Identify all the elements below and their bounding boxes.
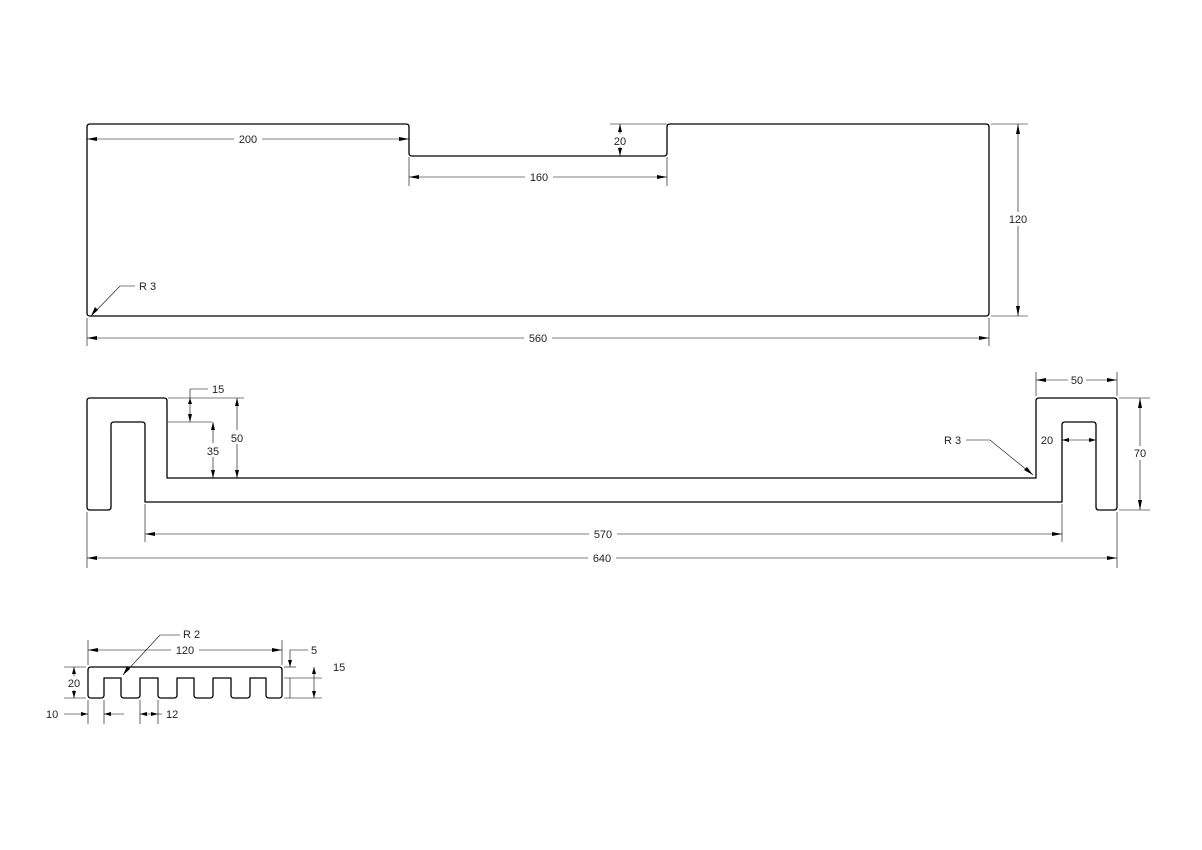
dim-label-overall-length: 640	[593, 553, 611, 565]
top-view: 200 20 160 120 560 R 3	[86, 123, 1031, 346]
dim-arrow	[87, 556, 97, 560]
dim-arrow	[272, 648, 282, 652]
dim-text-mask	[589, 527, 617, 541]
dim-text-mask	[1131, 446, 1149, 460]
middle-view-outline	[86, 397, 1118, 511]
dim-text-mask	[1005, 212, 1031, 226]
dim-arrow	[87, 336, 97, 340]
dim-label-top-thickness: 5	[311, 645, 317, 657]
dim-arrow	[399, 137, 409, 141]
dim-arrow	[1016, 124, 1020, 134]
dim-arrow	[979, 336, 989, 340]
dim-text-mask	[524, 331, 552, 345]
dim-text-mask	[65, 676, 83, 690]
dim-label-comb-length: 120	[176, 645, 194, 657]
dim-arrow	[1107, 378, 1117, 382]
dim-label-inner-span: 570	[594, 529, 612, 541]
dim-text-mask	[228, 430, 246, 444]
dim-arrow	[1024, 467, 1033, 475]
dim-arrow	[618, 124, 622, 132]
dim-arrow	[288, 660, 292, 667]
comb-view: 120 R 2 5 15 20 10	[46, 629, 345, 724]
radius-label-comb: R 2	[183, 629, 200, 641]
leader-corner-radius	[122, 634, 180, 676]
dim-text-mask	[204, 443, 222, 457]
leader-corner-radius	[966, 439, 1034, 476]
radius-label-top: R 3	[139, 281, 156, 293]
dim-arrow	[235, 398, 239, 406]
dim-text-mask	[611, 134, 629, 147]
dim-arrow	[312, 691, 316, 698]
dim-label-edge-offset: 10	[46, 709, 58, 721]
dim-label-tooth-pitch: 12	[166, 709, 178, 721]
dim-label-length: 560	[529, 333, 547, 345]
dim-arrow	[1107, 556, 1117, 560]
dim-arrow	[211, 470, 215, 478]
dim-arrow	[72, 691, 76, 698]
dim-text-mask	[1068, 373, 1086, 387]
dim-arrow	[104, 712, 111, 716]
dim-arrow	[1036, 378, 1046, 382]
dim-arrow	[235, 470, 239, 478]
dim-arrow	[1089, 438, 1096, 442]
dim-label-height: 120	[1009, 214, 1027, 226]
comb-view-outline	[87, 666, 283, 699]
dim-arrow	[618, 148, 622, 156]
leader-corner-radius	[90, 285, 135, 317]
top-view-outline	[86, 123, 990, 317]
dim-text-mask	[171, 643, 199, 657]
dim-arrow	[1062, 438, 1069, 442]
dim-arrow	[312, 667, 316, 674]
dim-arrow	[123, 666, 130, 675]
radius-label-middle: R 3	[944, 435, 961, 447]
dim-label-lip-thickness: 15	[212, 384, 224, 396]
dim-arrow	[1016, 306, 1020, 316]
dim-arrow	[145, 532, 155, 536]
dim-label-outer-depth: 50	[231, 433, 243, 445]
dim-arrow	[88, 648, 98, 652]
dim-arrow	[657, 175, 667, 179]
dim-label-height: 70	[1134, 448, 1146, 460]
dim-text-mask	[525, 170, 553, 184]
dim-text-mask	[588, 551, 616, 565]
dim-arrow	[1138, 398, 1142, 408]
dim-label-tooth-height: 15	[333, 662, 345, 674]
dim-label-slot-width: 20	[1041, 435, 1053, 447]
dim-arrow	[91, 307, 98, 316]
dim-label-inner-depth: 35	[207, 446, 219, 458]
dim-arrow	[151, 712, 158, 716]
dim-arrow	[211, 422, 215, 430]
dim-arrow	[409, 175, 419, 179]
dim-arrow	[87, 137, 97, 141]
middle-view: 15 35 50 50 20 70	[86, 372, 1150, 568]
dim-arrow	[1052, 532, 1062, 536]
dim-label-notch-offset: 200	[239, 134, 257, 146]
dim-text-mask	[1038, 433, 1056, 447]
dim-label-notch-depth: 20	[614, 136, 626, 148]
dim-arrow	[140, 712, 147, 716]
dim-arrow	[81, 712, 88, 716]
dim-arrow	[188, 414, 192, 422]
dim-text-mask	[234, 131, 262, 145]
dim-arrow	[1138, 500, 1142, 510]
dim-label-hook-width: 50	[1071, 375, 1083, 387]
dim-label-notch-width: 160	[530, 172, 548, 184]
dim-arrow	[72, 667, 76, 674]
dim-arrow	[188, 398, 192, 404]
dim-label-comb-height: 20	[68, 678, 80, 690]
